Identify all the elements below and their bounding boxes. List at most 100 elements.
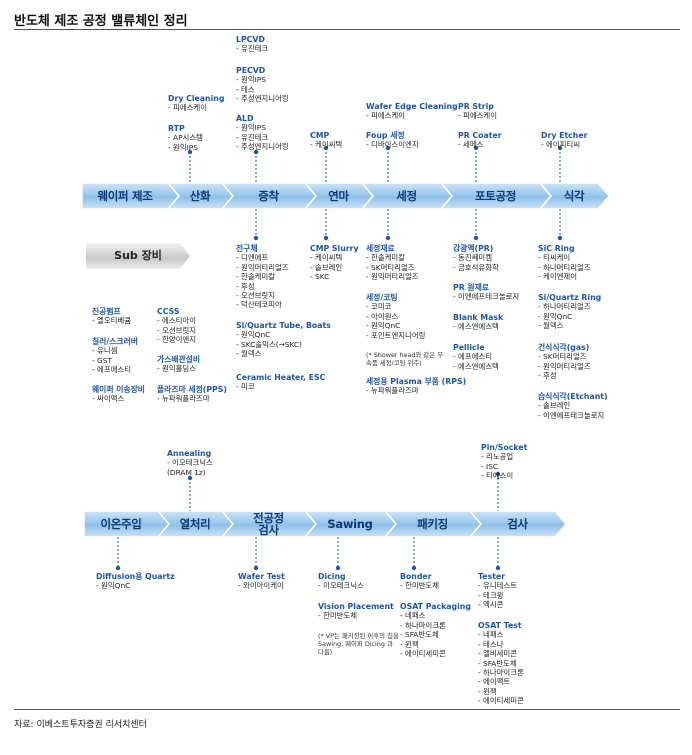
- category-heading: Dicing: [318, 572, 346, 581]
- category-heading: Wafer Test: [238, 572, 285, 581]
- connector-dot: [495, 565, 501, 571]
- lpcvd-block: LPCVD유진테크: [236, 35, 268, 54]
- category-heading: 전구체: [236, 244, 258, 253]
- company-item: 티씨케이: [538, 253, 591, 262]
- company-item: SFA반도체: [478, 659, 524, 668]
- company-item: 후성: [538, 371, 591, 380]
- foup-block: Foup 세정디바이스이엔지: [366, 131, 419, 150]
- blank-mask-block: Blank Mask에스앤에스텍: [453, 313, 503, 332]
- company-item: 포인트엔지니어링: [366, 331, 425, 340]
- company-item: 이오테크닉스: [167, 458, 213, 467]
- photosens-block: 감광액(PR)동진쎄미켐금호석유화학: [453, 244, 499, 272]
- stage2-arrow-6: [468, 510, 567, 538]
- company-item: 에스앤에스텍: [453, 362, 499, 371]
- pr-strip-block: PR Strip피에스케이: [458, 102, 497, 121]
- category-heading: PR 원재료: [453, 283, 489, 292]
- clean-coat-block: 세정/코팅코미코아이원스원익QnC포인트엔지니어링: [366, 293, 425, 340]
- category-heading: Pin/Socket: [481, 443, 528, 452]
- category-heading: RTP: [168, 124, 185, 133]
- company-item: 윈팩: [478, 687, 524, 696]
- category-heading: LPCVD: [236, 35, 265, 44]
- footer-divider: [14, 709, 680, 710]
- company-item: 네패스: [478, 630, 524, 639]
- wafer-transfer-block: 웨이퍼 이송장비싸이맥스: [92, 385, 145, 404]
- dicing-block: Dicing이오테크닉스: [318, 572, 364, 591]
- company-item: 유진테크: [236, 133, 289, 142]
- stage-label-6: 포토공정: [474, 189, 517, 203]
- category-heading: Foup 세정: [366, 131, 405, 140]
- company-item: 에이피티씨: [541, 140, 587, 149]
- precursor-block: 전구체디엔에프원익머티리얼즈한솔케미칼후성오션브릿지덕산테코피아: [236, 244, 289, 310]
- clean-mat-block: 세정재료한솔케미칼SK머티리얼즈원익머티리얼즈: [366, 244, 419, 282]
- category-heading: OSAT Packaging: [400, 602, 471, 611]
- company-item: SK머티리얼즈: [538, 352, 591, 361]
- pr-coater-block: PR Coater세메스: [458, 131, 502, 150]
- stage-label-4: 연마: [328, 189, 349, 203]
- company-item: ISC: [481, 462, 527, 471]
- stage2-label-6: 검사: [507, 517, 528, 531]
- bonder-block: Bonder한미반도체: [400, 572, 439, 591]
- company-item: 에프에스티: [453, 352, 499, 361]
- stage-label-3: 증착: [258, 189, 279, 203]
- company-item: 코미코: [366, 302, 425, 311]
- category-heading: 세정/코팅: [366, 293, 398, 302]
- connector-dot: [253, 235, 259, 241]
- company-item: SK머티리얼즈: [366, 263, 419, 272]
- sub-equipment-arrow: [86, 243, 190, 269]
- company-item: SKC: [310, 272, 359, 281]
- wet-etchant-block: 습식식각(Etchant)솔브레인이엔에프테크놀로지: [538, 392, 608, 420]
- category-heading: 웨이퍼 이송장비: [92, 385, 145, 394]
- company-item: 리노공업: [481, 452, 527, 461]
- category-heading: Pellicle: [453, 343, 485, 352]
- category-heading: Vision Placement: [318, 602, 394, 611]
- stage2-label-3: 전공정 검사: [253, 511, 284, 537]
- company-item: 싸이맥스: [92, 394, 145, 403]
- category-heading: Diffusion용 Quartz: [96, 572, 175, 581]
- vp-note-block: (* VP는 패키징된 이후의 칩을 Sawing, 웨이퍼 Dicing 과 …: [318, 632, 400, 656]
- company-item: 덕산테코피아: [236, 300, 289, 309]
- diffusion-block: Diffusion용 Quartz원익QnC: [96, 572, 175, 591]
- ald-block: ALD원익IPS유진테크주성엔지니어링: [236, 114, 289, 152]
- category-heading: PR Strip: [458, 102, 494, 111]
- connector-dot: [473, 235, 479, 241]
- pin-socket-block: Pin/Socket리노공업ISC티에스이: [481, 443, 527, 481]
- connector-dot: [187, 475, 193, 481]
- company-item: 월덱스: [538, 321, 601, 330]
- company-item: 한양이엔지: [157, 335, 196, 344]
- drycleaning-block: Dry Cleaning피에스케이: [168, 94, 224, 113]
- stage2-label-2: 열처리: [179, 517, 211, 531]
- category-heading: CMP Slurry: [310, 244, 359, 253]
- company-item: 에프에스티: [92, 365, 138, 374]
- rtp-block: RTPAP시스템원익IPS: [168, 124, 203, 152]
- pecvd-block: PECVD원익IPS테스주성엔지니어링: [236, 66, 289, 104]
- company-item: 원익머티리얼즈: [236, 263, 289, 272]
- company-item: 주성엔지니어링: [236, 94, 289, 103]
- company-item: 월덱스: [236, 349, 331, 358]
- tester-block: Tester유니테스트테크윙엑시콘: [478, 572, 517, 610]
- connector-dot: [115, 565, 121, 571]
- title-divider: [14, 29, 680, 30]
- company-item: 주성엔지니어링: [236, 142, 289, 151]
- cmp-slurry-block: CMP Slurry케이씨텍솔브레인SKC: [310, 244, 359, 282]
- company-item: 하나머티리얼즈: [538, 302, 601, 311]
- category-heading: Bonder: [400, 572, 432, 581]
- company-item: 한미반도체: [400, 581, 439, 590]
- company-item: 원익머티리얼즈: [538, 362, 591, 371]
- company-item: 피에스케이: [168, 103, 224, 112]
- sic-ring-block: SiC Ring티씨케이하나머티리얼즈케이엔제이: [538, 244, 591, 282]
- category-heading: Si/Quartz Ring: [538, 293, 602, 302]
- company-item: 티에스이: [481, 471, 527, 480]
- company-item: 이엔에프테크놀로지: [538, 411, 608, 420]
- company-item: 테스나: [478, 640, 524, 649]
- company-item: 세메스: [458, 140, 502, 149]
- category-heading: Annealing: [167, 449, 212, 458]
- category-heading: Si/Quartz Tube, Boats: [236, 321, 331, 330]
- company-item: 원익머티리얼즈: [366, 272, 419, 281]
- connector-dot: [323, 235, 329, 241]
- category-heading: Tester: [478, 572, 506, 581]
- footnote-text: (* VP는 패키징된 이후의 칩을 Sawing, 웨이퍼 Dicing 과 …: [318, 632, 399, 656]
- stage-label-5: 세정: [396, 189, 417, 203]
- cmp-block: CMP케이씨텍: [310, 131, 342, 150]
- category-heading: Wafer Edge Cleaning: [366, 102, 458, 111]
- stage2-label-1: 이온주입: [100, 517, 142, 531]
